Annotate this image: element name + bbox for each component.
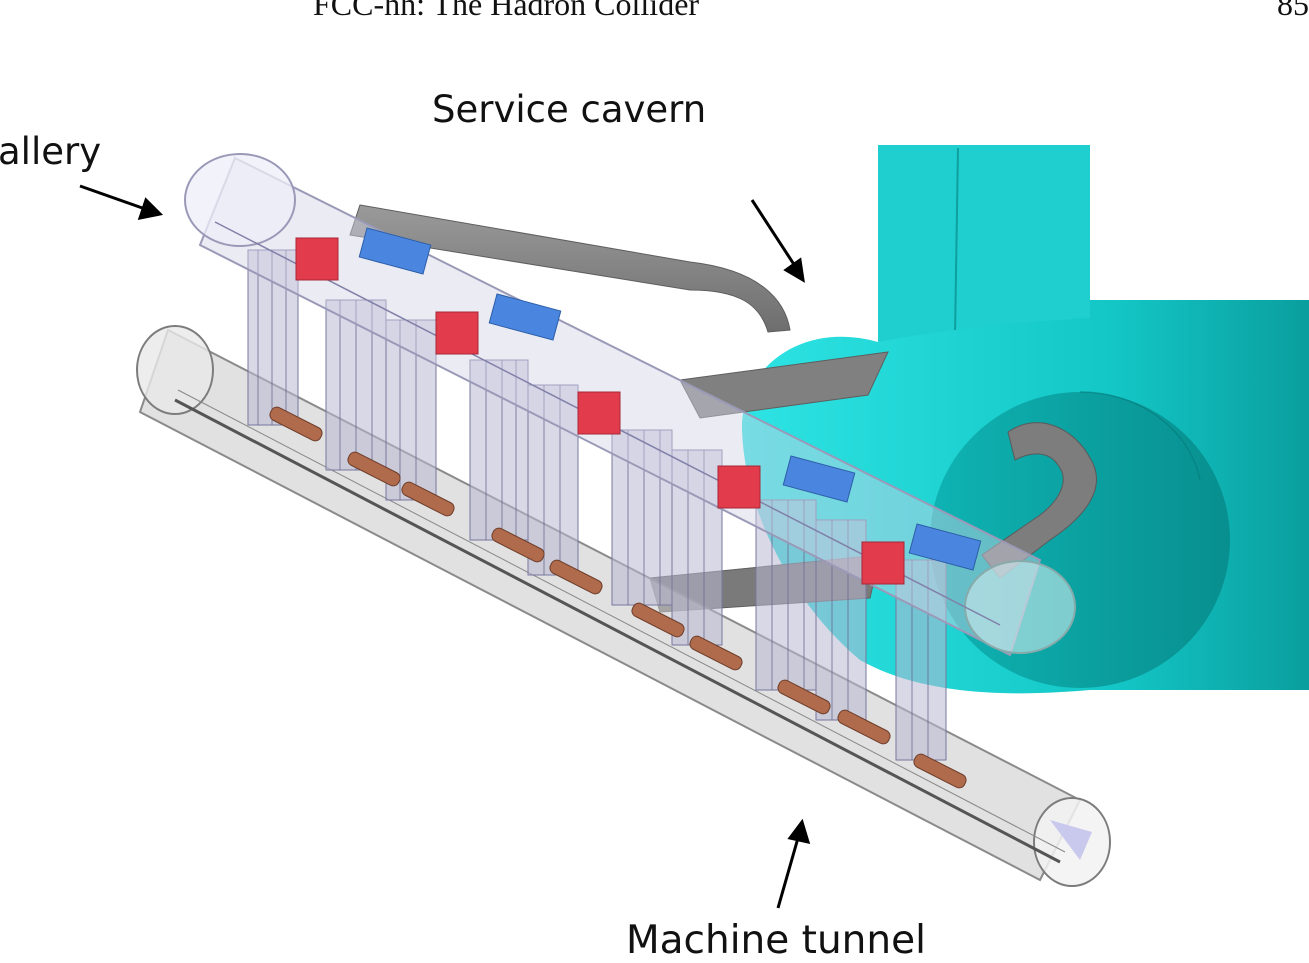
- magnet: [401, 481, 455, 517]
- magnet: [549, 559, 603, 595]
- page-header-title: FCC-hh: The Hadron Collider: [313, 0, 700, 22]
- gallery-start-cap: [184, 153, 296, 247]
- service-cavern-arrow: [750, 199, 797, 267]
- middle-duct: [679, 351, 889, 419]
- machine-tunnel-label: Machine tunnel: [626, 918, 926, 963]
- shaft-group: [247, 249, 299, 426]
- magnet: [837, 709, 891, 745]
- magnet: [491, 527, 545, 563]
- magnet: [269, 406, 323, 442]
- cavern-shaft: [878, 145, 1090, 342]
- tunnel-magnets: [269, 406, 967, 789]
- gallery-label: allery: [0, 130, 102, 173]
- shaft-lines: [257, 250, 929, 760]
- callout-arrows: [79, 184, 811, 909]
- vertical-shafts: [247, 249, 947, 761]
- page-header: FCC-hh: The Hadron Collider 85: [313, 0, 1309, 30]
- magnet: [631, 602, 685, 638]
- service-cavern-label: Service cavern: [432, 88, 707, 131]
- magnet: [689, 635, 743, 671]
- page-number: 85: [1277, 0, 1309, 22]
- shaft-group: [671, 449, 723, 646]
- gallery-end-cap: [964, 560, 1076, 654]
- magnet: [777, 679, 831, 715]
- machine-tunnel-arrow: [776, 837, 800, 909]
- shaft-group: [527, 384, 579, 576]
- shaft-group: [469, 359, 529, 541]
- right-duct: [981, 422, 1097, 579]
- shaft-group: [385, 319, 437, 501]
- tunnel-start-cap: [136, 325, 214, 415]
- blue-unit: [358, 227, 982, 571]
- magnet: [347, 451, 401, 487]
- gallery-equipment: [295, 227, 982, 585]
- upper-duct: [349, 204, 791, 333]
- shaft-edge: [954, 147, 959, 337]
- red-unit: [295, 237, 905, 585]
- gallery-arrow: [79, 184, 149, 212]
- magnet: [913, 753, 967, 789]
